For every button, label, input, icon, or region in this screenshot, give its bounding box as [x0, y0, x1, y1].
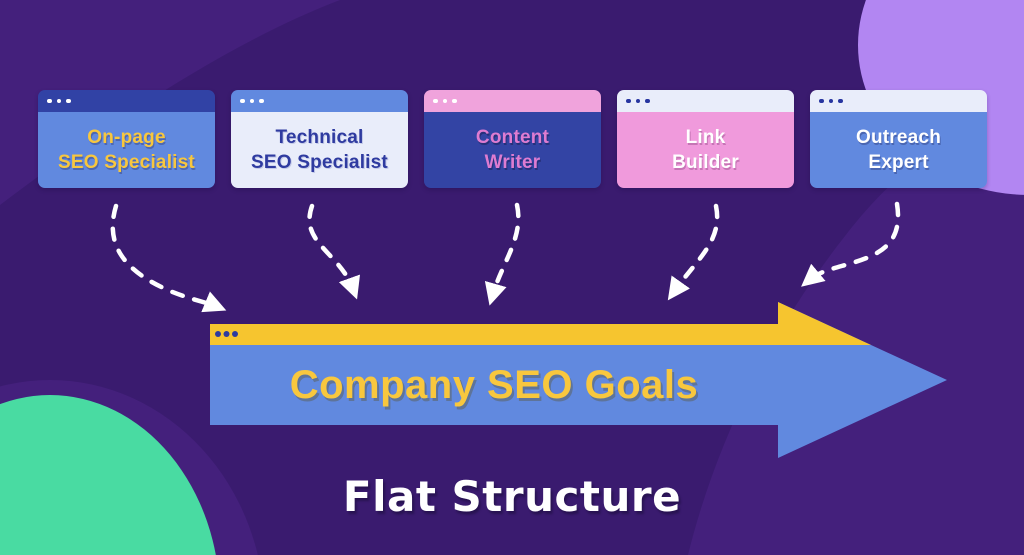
- role-card-technical-seo-specialist: Technical SEO Specialist: [231, 90, 408, 188]
- role-label-line: Expert: [868, 152, 929, 173]
- role-label-line: SEO Specialist: [251, 152, 388, 173]
- role-card-link-builder: Link Builder: [617, 90, 794, 188]
- dashed-arrow-2: [307, 203, 361, 300]
- role-cards-row: On-page SEO Specialist Technical SEO Spe…: [38, 90, 987, 188]
- role-card-onpage-seo-specialist: On-page SEO Specialist: [38, 90, 215, 188]
- role-label-line: Technical: [275, 126, 364, 148]
- window-dots-icon: [626, 98, 650, 104]
- window-titlebar: [38, 90, 215, 112]
- role-label-line: SEO Specialist: [58, 152, 195, 173]
- window-dots-icon: [240, 98, 264, 104]
- diagram-caption: Flat Structure: [342, 472, 682, 521]
- window-titlebar: [617, 90, 794, 112]
- role-label-line: Link: [685, 126, 726, 148]
- dashed-arrow-1: [110, 203, 227, 313]
- dashed-arrow-4: [667, 203, 720, 301]
- role-card-outreach-expert: Outreach Expert: [810, 90, 987, 188]
- role-card-label: Technical SEO Specialist: [231, 112, 408, 188]
- swoosh-top-left: [0, 0, 340, 205]
- role-card-label: On-page SEO Specialist: [38, 112, 215, 188]
- role-card-content-writer: Content Writer: [424, 90, 601, 188]
- role-label-line: Content: [475, 126, 550, 148]
- role-label-line: Outreach: [855, 126, 941, 148]
- role-label-line: Builder: [672, 152, 739, 173]
- window-dots-icon: [433, 98, 457, 104]
- role-label-line: Writer: [484, 152, 541, 173]
- role-card-label: Content Writer: [424, 112, 601, 188]
- window-titlebar: [231, 90, 408, 112]
- window-titlebar: [424, 90, 601, 112]
- goal-window-dots-icon: [215, 331, 238, 337]
- goal-arrow-label: Company SEO Goals: [289, 362, 699, 407]
- dashed-arrow-3: [484, 202, 521, 306]
- role-card-label: Outreach Expert: [810, 112, 987, 188]
- dashed-arrow-5: [801, 201, 901, 287]
- goal-arrow-titlebar: [210, 302, 871, 345]
- role-card-label: Link Builder: [617, 112, 794, 188]
- swoosh-right: [688, 112, 1024, 555]
- window-dots-icon: [819, 98, 843, 104]
- window-titlebar: [810, 90, 987, 112]
- green-blob: [0, 395, 216, 555]
- role-label-line: On-page: [87, 126, 166, 148]
- window-dots-icon: [47, 98, 71, 104]
